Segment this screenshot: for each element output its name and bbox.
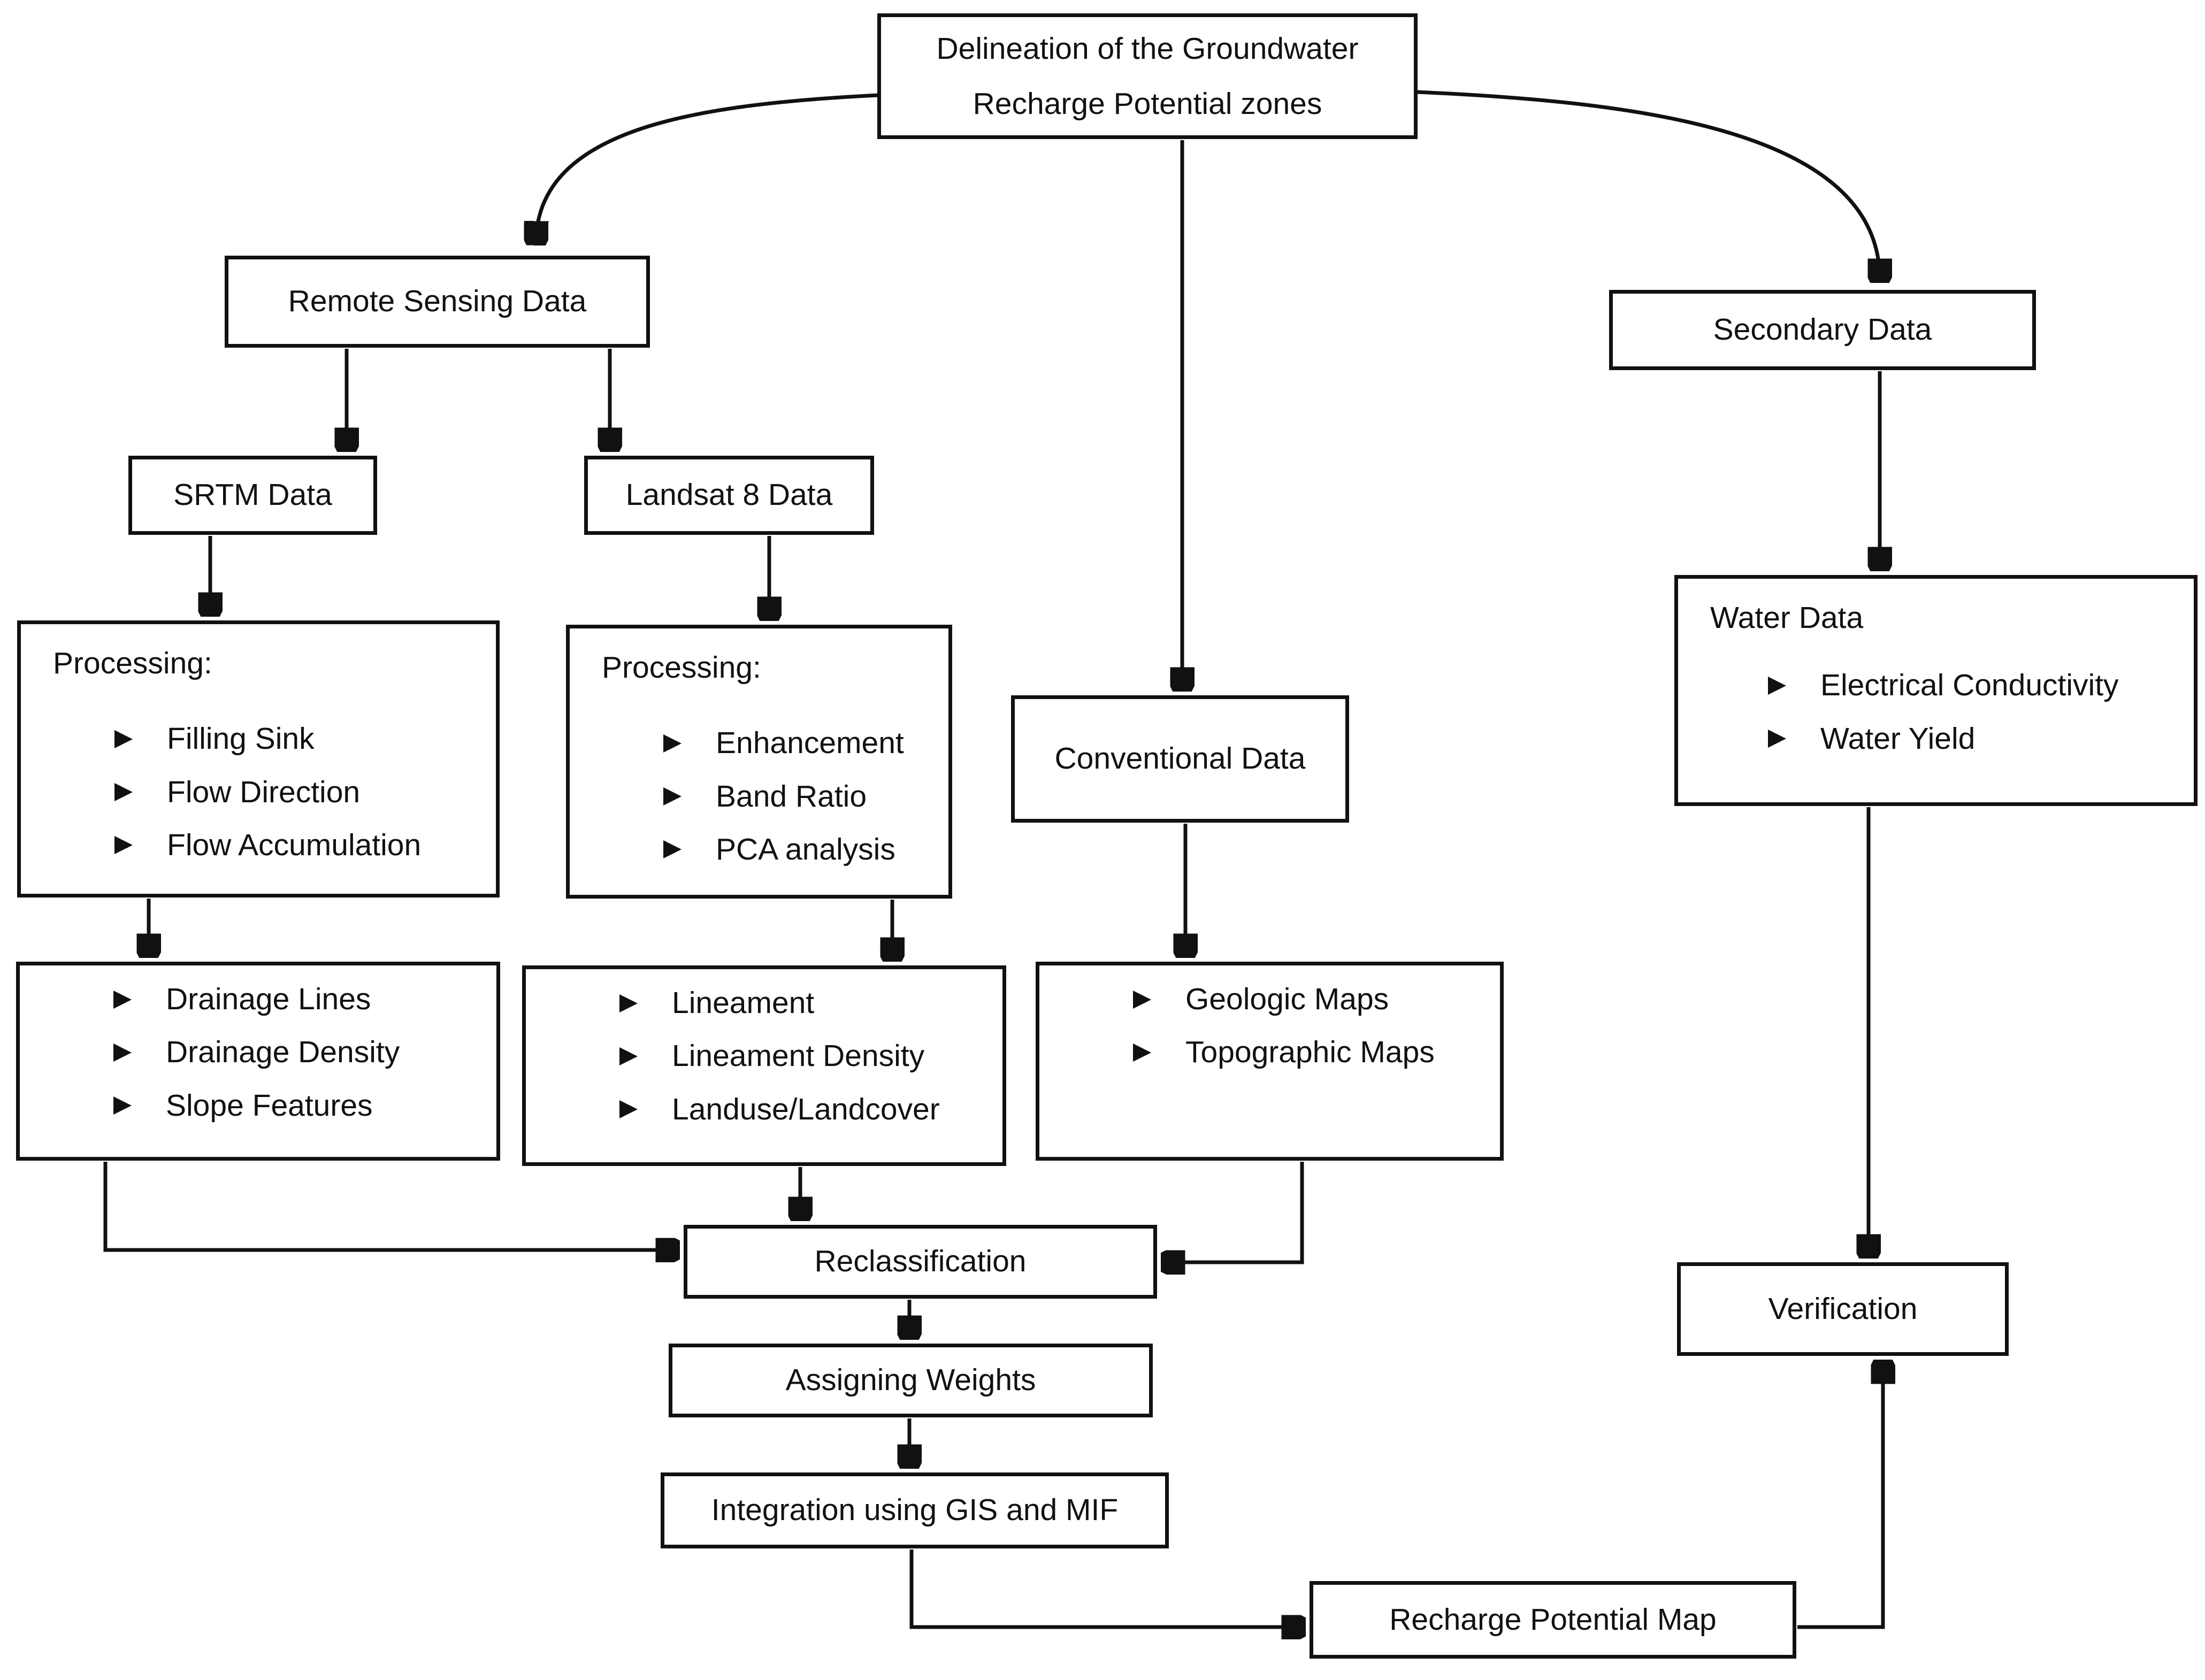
arrow-integration-to-recharge	[909, 1549, 1302, 1627]
arrow-bullet-icon	[114, 730, 133, 748]
verification-box: Verification	[1677, 1262, 2009, 1356]
list-item: Drainage Density	[113, 1033, 486, 1071]
list-item: Lineament	[619, 984, 992, 1022]
srtm-data-label: SRTM Data	[173, 478, 332, 512]
integration-box: Integration using GIS and MIF	[661, 1472, 1169, 1548]
list-item-label: Band Ratio	[716, 779, 867, 814]
list-item: Drainage Lines	[113, 980, 486, 1018]
list-item-label: Geologic Maps	[1185, 982, 1389, 1016]
list-item: Enhancement	[663, 724, 938, 762]
arrow-bullet-icon	[663, 787, 682, 806]
secondary-data-box: Secondary Data	[1609, 290, 2036, 370]
conventional-outputs-box: Geologic Maps Topographic Maps	[1036, 962, 1504, 1161]
recharge-potential-map-box: Recharge Potential Map	[1310, 1581, 1796, 1659]
arrow-geologic-to-reclassification	[1165, 1162, 1304, 1262]
arrow-bullet-icon	[113, 1096, 132, 1115]
list-item-label: Lineament Density	[672, 1039, 925, 1073]
list-item-label: Flow Accumulation	[167, 827, 422, 862]
list-item: Electrical Conductivity	[1768, 666, 2183, 704]
arrow-bullet-icon	[663, 840, 682, 859]
list-item: Lineament Density	[619, 1037, 992, 1075]
landsat-8-data-box: Landsat 8 Data	[584, 456, 874, 535]
list-item-label: PCA analysis	[716, 832, 895, 866]
list-item: Filling Sink	[114, 720, 485, 758]
srtm-processing-box: Processing: Filling Sink Flow Direction …	[17, 620, 500, 897]
arrow-recharge-to-verification	[1797, 1363, 1883, 1629]
secondary-data-label: Secondary Data	[1713, 312, 1932, 347]
conventional-data-box: Conventional Data	[1011, 695, 1349, 823]
list-item-label: Slope Features	[166, 1088, 373, 1123]
list-item-label: Lineament	[672, 986, 815, 1020]
arrow-bullet-icon	[114, 783, 133, 802]
list-item-label: Flow Direction	[167, 774, 361, 809]
box-title: Processing:	[602, 650, 761, 685]
list-item-label: Filling Sink	[167, 722, 315, 756]
list-item: Flow Direction	[114, 773, 485, 811]
landsat-8-data-label: Landsat 8 Data	[625, 478, 833, 512]
list-item: Flow Accumulation	[114, 826, 485, 864]
list-item: Geologic Maps	[1133, 980, 1489, 1018]
srtm-data-box: SRTM Data	[128, 456, 377, 535]
srtm-outputs-box: Drainage Lines Drainage Density Slope Fe…	[16, 962, 500, 1161]
list-item-label: Enhancement	[716, 726, 904, 761]
arrow-bullet-icon	[1768, 676, 1786, 695]
arrow-bullet-icon	[113, 990, 132, 1009]
list-item: Slope Features	[113, 1087, 486, 1125]
list-item: Topographic Maps	[1133, 1033, 1489, 1071]
list-item: Band Ratio	[663, 778, 938, 816]
arrow-delineation-to-secondary	[1416, 90, 1880, 279]
arrow-bullet-icon	[619, 1047, 638, 1065]
list-item-label: Drainage Density	[166, 1035, 400, 1070]
arrow-bullet-icon	[619, 994, 638, 1012]
list-item-label: Electrical Conductivity	[1820, 668, 2119, 703]
arrow-delineation-to-remote-sensing	[536, 93, 879, 242]
delineation-box: Delineation of the Groundwater Recharge …	[877, 13, 1418, 139]
list-item-label: Drainage Lines	[166, 982, 371, 1016]
reclassification-label: Reclassification	[814, 1244, 1027, 1279]
list-item-label: Topographic Maps	[1185, 1035, 1435, 1070]
box-title: Water Data	[1710, 601, 1864, 635]
arrow-bullet-icon	[619, 1100, 638, 1119]
arrow-bullet-icon	[1768, 730, 1786, 748]
arrow-bullet-icon	[1133, 990, 1151, 1009]
list-item-label: Water Yield	[1820, 721, 1976, 756]
arrow-bullet-icon	[113, 1043, 132, 1062]
box-title: Processing:	[53, 646, 212, 680]
list-item-label: Landuse/Landcover	[672, 1092, 940, 1126]
conventional-data-label: Conventional Data	[1054, 741, 1306, 776]
arrow-bullet-icon	[663, 734, 682, 753]
arrow-bullet-icon	[114, 836, 133, 855]
landsat-processing-box: Processing: Enhancement Band Ratio PCA a…	[566, 625, 952, 899]
water-data-box: Water Data Electrical Conductivity Water…	[1674, 575, 2198, 806]
verification-label: Verification	[1768, 1291, 1918, 1326]
landsat-outputs-box: Lineament Lineament Density Landuse/Land…	[522, 965, 1006, 1166]
arrow-bullet-icon	[1133, 1043, 1151, 1062]
remote-sensing-label: Remote Sensing Data	[288, 284, 587, 319]
assigning-weights-label: Assigning Weights	[785, 1363, 1036, 1398]
reclassification-box: Reclassification	[684, 1225, 1157, 1299]
list-item: Landuse/Landcover	[619, 1091, 992, 1129]
arrow-drainage-to-reclassification	[103, 1162, 676, 1250]
assigning-weights-box: Assigning Weights	[669, 1344, 1153, 1417]
recharge-potential-map-label: Recharge Potential Map	[1389, 1602, 1717, 1637]
remote-sensing-data-box: Remote Sensing Data	[225, 256, 650, 348]
delineation-label: Delineation of the Groundwater Recharge …	[936, 31, 1359, 121]
integration-label: Integration using GIS and MIF	[711, 1493, 1119, 1528]
list-item: Water Yield	[1768, 720, 2183, 758]
list-item: PCA analysis	[663, 831, 938, 869]
